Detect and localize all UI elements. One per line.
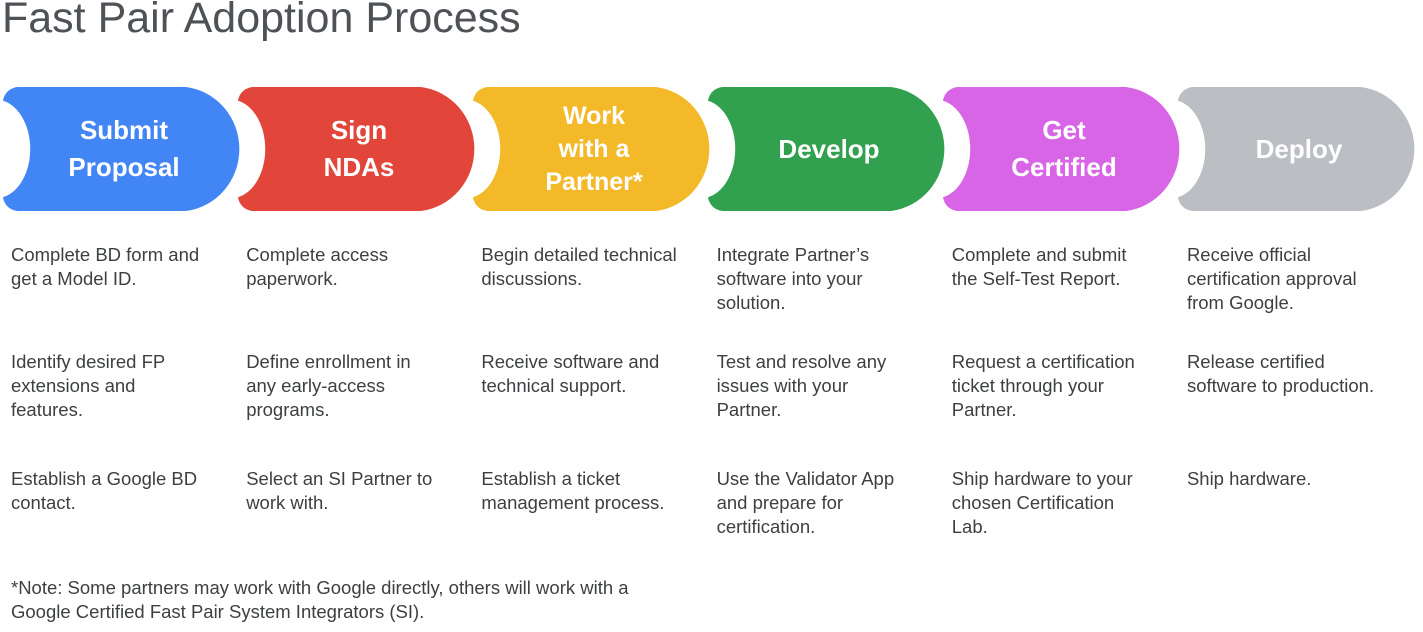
step-detail: Receive software and technical support. bbox=[481, 351, 660, 397]
step-label: Develop bbox=[778, 133, 880, 164]
process-arrow-shape bbox=[238, 87, 475, 211]
step-detail: Test and resolve any issues with your Pa… bbox=[716, 351, 887, 421]
step-detail: Receive official certification approval … bbox=[1186, 244, 1357, 314]
arrow-shape-path bbox=[238, 87, 475, 211]
step-label: Deploy bbox=[1255, 133, 1343, 164]
details-row-1: Complete BD form and get a Model ID. Com… bbox=[0, 243, 1411, 315]
step-detail: Establish a ticket management process. bbox=[481, 468, 665, 514]
step-detail: Ship hardware to your chosen Certificati… bbox=[951, 468, 1133, 538]
step-label: Get Certified bbox=[1011, 115, 1117, 182]
step-detail: Define enrollment in any early-access pr… bbox=[246, 351, 411, 421]
page-title: Fast Pair Adoption Process bbox=[2, 0, 521, 42]
step-label: Submit Proposal bbox=[68, 115, 180, 182]
step-detail: Complete and submit the Self-Test Report… bbox=[951, 244, 1127, 290]
details-row-2: Identify desired FP extensions and featu… bbox=[0, 350, 1411, 422]
step-detail: Complete access paperwork. bbox=[246, 244, 389, 290]
details-row-3: Establish a Google BD contact. Select an… bbox=[0, 467, 1411, 539]
arrow-shape-path bbox=[473, 87, 710, 211]
step-sign-ndas: Sign NDAs bbox=[235, 87, 483, 211]
step-detail: Integrate Partner’s software into your s… bbox=[716, 244, 870, 314]
step-work-with-partner: Work with a Partner* bbox=[470, 87, 718, 211]
arrow-shape-path bbox=[708, 87, 945, 211]
step-develop: Develop bbox=[705, 87, 953, 211]
step-label: Sign NDAs bbox=[323, 115, 395, 182]
arrow-shape-path bbox=[3, 87, 240, 211]
step-detail: Identify desired FP extensions and featu… bbox=[11, 351, 165, 421]
process-arrow-shape bbox=[473, 87, 710, 211]
process-arrow-shape bbox=[3, 87, 240, 211]
step-submit-proposal: Submit Proposal bbox=[0, 87, 248, 211]
step-detail: Select an SI Partner to work with. bbox=[246, 468, 433, 514]
step-label: Work with a Partner* bbox=[545, 101, 643, 196]
step-deploy: Deploy bbox=[1175, 87, 1423, 211]
arrow-shape-path bbox=[1178, 87, 1415, 211]
process-arrow-shape bbox=[1178, 87, 1415, 211]
process-arrow-shape bbox=[943, 87, 1180, 211]
step-detail: Use the Validator App and prepare for ce… bbox=[716, 468, 895, 538]
step-detail: Ship hardware. bbox=[1186, 468, 1312, 489]
step-detail: Request a certification ticket through y… bbox=[951, 351, 1135, 421]
step-detail: Begin detailed technical discussions. bbox=[481, 244, 677, 290]
step-detail: Establish a Google BD contact. bbox=[11, 468, 198, 514]
process-arrow-shape bbox=[708, 87, 945, 211]
arrow-shape-path bbox=[943, 87, 1180, 211]
footnote: *Note: Some partners may work with Googl… bbox=[11, 577, 629, 623]
step-detail: Complete BD form and get a Model ID. bbox=[11, 244, 200, 290]
step-get-certified: Get Certified bbox=[940, 87, 1188, 211]
step-detail: Release certified software to production… bbox=[1186, 351, 1375, 397]
